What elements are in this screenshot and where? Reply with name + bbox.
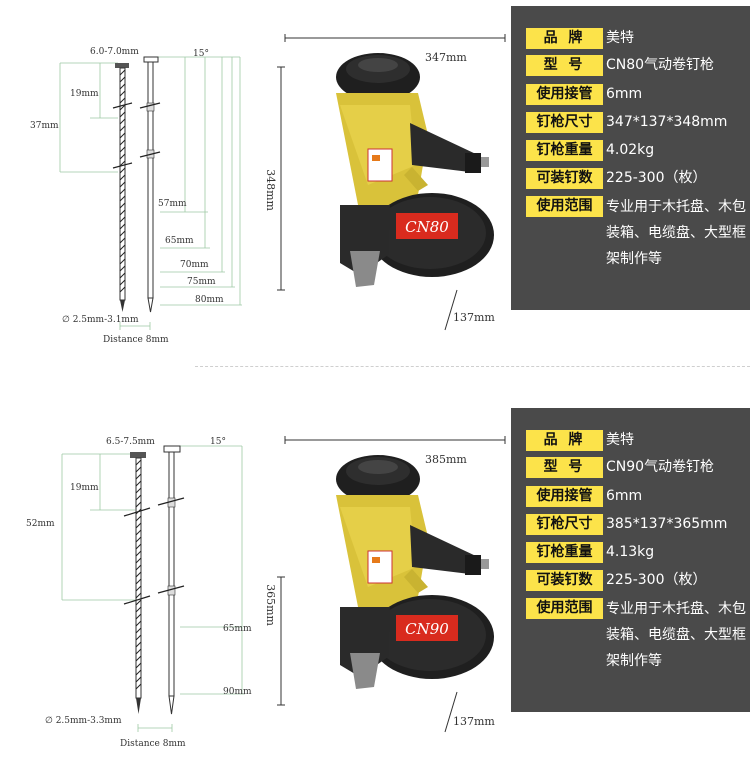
spec-label: 钉枪尺寸 <box>526 514 603 535</box>
dim-37-label: 37mm <box>30 121 59 131</box>
spec-label: 可装钉数 <box>526 570 603 591</box>
tool-depth-label: 137mm <box>453 715 495 728</box>
spec-row-usage: 使用范围 专业用于木托盘、木包装箱、电缆盘、大型框架制作等 <box>511 194 750 284</box>
spec-row-weight: 钉枪重量 4.13kg <box>511 540 750 565</box>
length-label-70: 70mm <box>180 260 209 270</box>
spec-label: 钉枪尺寸 <box>526 112 603 133</box>
nail-dimension-diagram: 6.0-7.0mm 15° 19mm 37mm 57mm 65mm 70mm 7… <box>30 47 242 345</box>
tool-width-label: 347mm <box>425 51 467 64</box>
length-label-65: 65mm <box>165 236 194 246</box>
spec-value: 美特 <box>606 432 634 448</box>
tool-height-label: 365mm <box>264 584 277 626</box>
spec-value: 6mm <box>606 86 643 102</box>
spec-value: 4.02kg <box>606 142 655 158</box>
spec-label: 品 牌 <box>526 430 603 451</box>
length-label-80: 80mm <box>195 295 224 305</box>
spec-value: 385*137*365mm <box>606 516 728 532</box>
head-width-label: 6.5-7.5mm <box>106 437 155 447</box>
length-label-75: 75mm <box>187 277 216 287</box>
spec-label: 可装钉数 <box>526 168 603 189</box>
tool-depth-label: 137mm <box>453 311 495 324</box>
spec-row-hose: 使用接管 6mm <box>511 82 750 107</box>
shank-diameter-label: ∅ 2.5mm-3.3mm <box>45 716 122 726</box>
spec-panel: 品 牌 美特 型 号 CN90气动卷钉枪 使用接管 6mm 钉枪尺寸 385*1… <box>511 408 750 712</box>
spec-label: 型 号 <box>526 55 603 76</box>
tool-height-label: 348mm <box>264 169 277 211</box>
length-label-57: 57mm <box>158 199 187 209</box>
spec-value: 专业用于木托盘、木包装箱、电缆盘、大型框架制作等 <box>606 601 746 669</box>
spec-label: 使用范围 <box>526 196 603 217</box>
spec-row-size: 钉枪尺寸 347*137*348mm <box>511 110 750 135</box>
spec-label: 使用接管 <box>526 84 603 105</box>
spec-value: 225-300（枚） <box>606 572 707 588</box>
distance-label: Distance 8mm <box>120 739 186 749</box>
spec-label: 品 牌 <box>526 28 603 49</box>
angle-label: 15° <box>210 437 226 447</box>
tool-width-label: 385mm <box>425 453 467 466</box>
spec-value: 专业用于木托盘、木包装箱、电缆盘、大型框架制作等 <box>606 199 746 267</box>
length-label-90: 90mm <box>223 687 252 697</box>
spec-label: 型 号 <box>526 457 603 478</box>
spec-row-brand: 品 牌 美特 <box>511 428 750 453</box>
spec-row-model: 型 号 CN80气动卷钉枪 <box>511 53 750 78</box>
spec-label: 钉枪重量 <box>526 542 603 563</box>
spec-row-hose: 使用接管 6mm <box>511 484 750 509</box>
spec-row-model: 型 号 CN90气动卷钉枪 <box>511 455 750 480</box>
spec-label: 使用接管 <box>526 486 603 507</box>
product-section-cn80: 6.0-7.0mm 15° 19mm 37mm 57mm 65mm 70mm 7… <box>0 0 750 370</box>
spec-value: 225-300（枚） <box>606 170 707 186</box>
spec-value: CN80气动卷钉枪 <box>606 57 715 73</box>
spec-row-weight: 钉枪重量 4.02kg <box>511 138 750 163</box>
head-width-label: 6.0-7.0mm <box>90 47 139 57</box>
spec-label: 钉枪重量 <box>526 140 603 161</box>
spec-panel: 品 牌 美特 型 号 CN80气动卷钉枪 使用接管 6mm 钉枪尺寸 347*1… <box>511 6 750 310</box>
spec-value: 6mm <box>606 488 643 504</box>
section-divider <box>195 366 750 367</box>
spec-row-usage: 使用范围 专业用于木托盘、木包装箱、电缆盘、大型框架制作等 <box>511 596 750 686</box>
spec-label: 使用范围 <box>526 598 603 619</box>
spec-row-brand: 品 牌 美特 <box>511 26 750 51</box>
coil-nailer-image: CN80 <box>336 53 494 287</box>
shank-diameter-label: ∅ 2.5mm-3.1mm <box>62 315 139 325</box>
dim-19-label: 19mm <box>70 89 99 99</box>
tool-dimension-diagram: 385mm 365mm 137mm <box>264 436 506 733</box>
nail-dimension-diagram: 6.5-7.5mm 15° 19mm 52mm 65mm 90mm ∅ 2.5m… <box>26 437 252 749</box>
dim-52-label: 52mm <box>26 519 55 529</box>
spec-row-size: 钉枪尺寸 385*137*365mm <box>511 512 750 537</box>
spec-value: CN90气动卷钉枪 <box>606 459 715 475</box>
spec-value: 4.13kg <box>606 544 655 560</box>
angle-label: 15° <box>193 49 209 59</box>
length-label-65: 65mm <box>223 624 252 634</box>
dim-19-label: 19mm <box>70 483 99 493</box>
coil-nailer-image: CN90 <box>336 455 494 689</box>
spec-value: 美特 <box>606 30 634 46</box>
distance-label: Distance 8mm <box>103 335 169 345</box>
product-section-cn90: 6.5-7.5mm 15° 19mm 52mm 65mm 90mm ∅ 2.5m… <box>0 402 750 772</box>
spec-row-capacity: 可装钉数 225-300（枚） <box>511 568 750 593</box>
tool-badge: CN90 <box>405 620 449 638</box>
spec-value: 347*137*348mm <box>606 114 728 130</box>
spec-row-capacity: 可装钉数 225-300（枚） <box>511 166 750 191</box>
tool-dimension-diagram: 347mm 348mm 137mm <box>264 34 506 331</box>
tool-badge: CN80 <box>405 218 449 236</box>
